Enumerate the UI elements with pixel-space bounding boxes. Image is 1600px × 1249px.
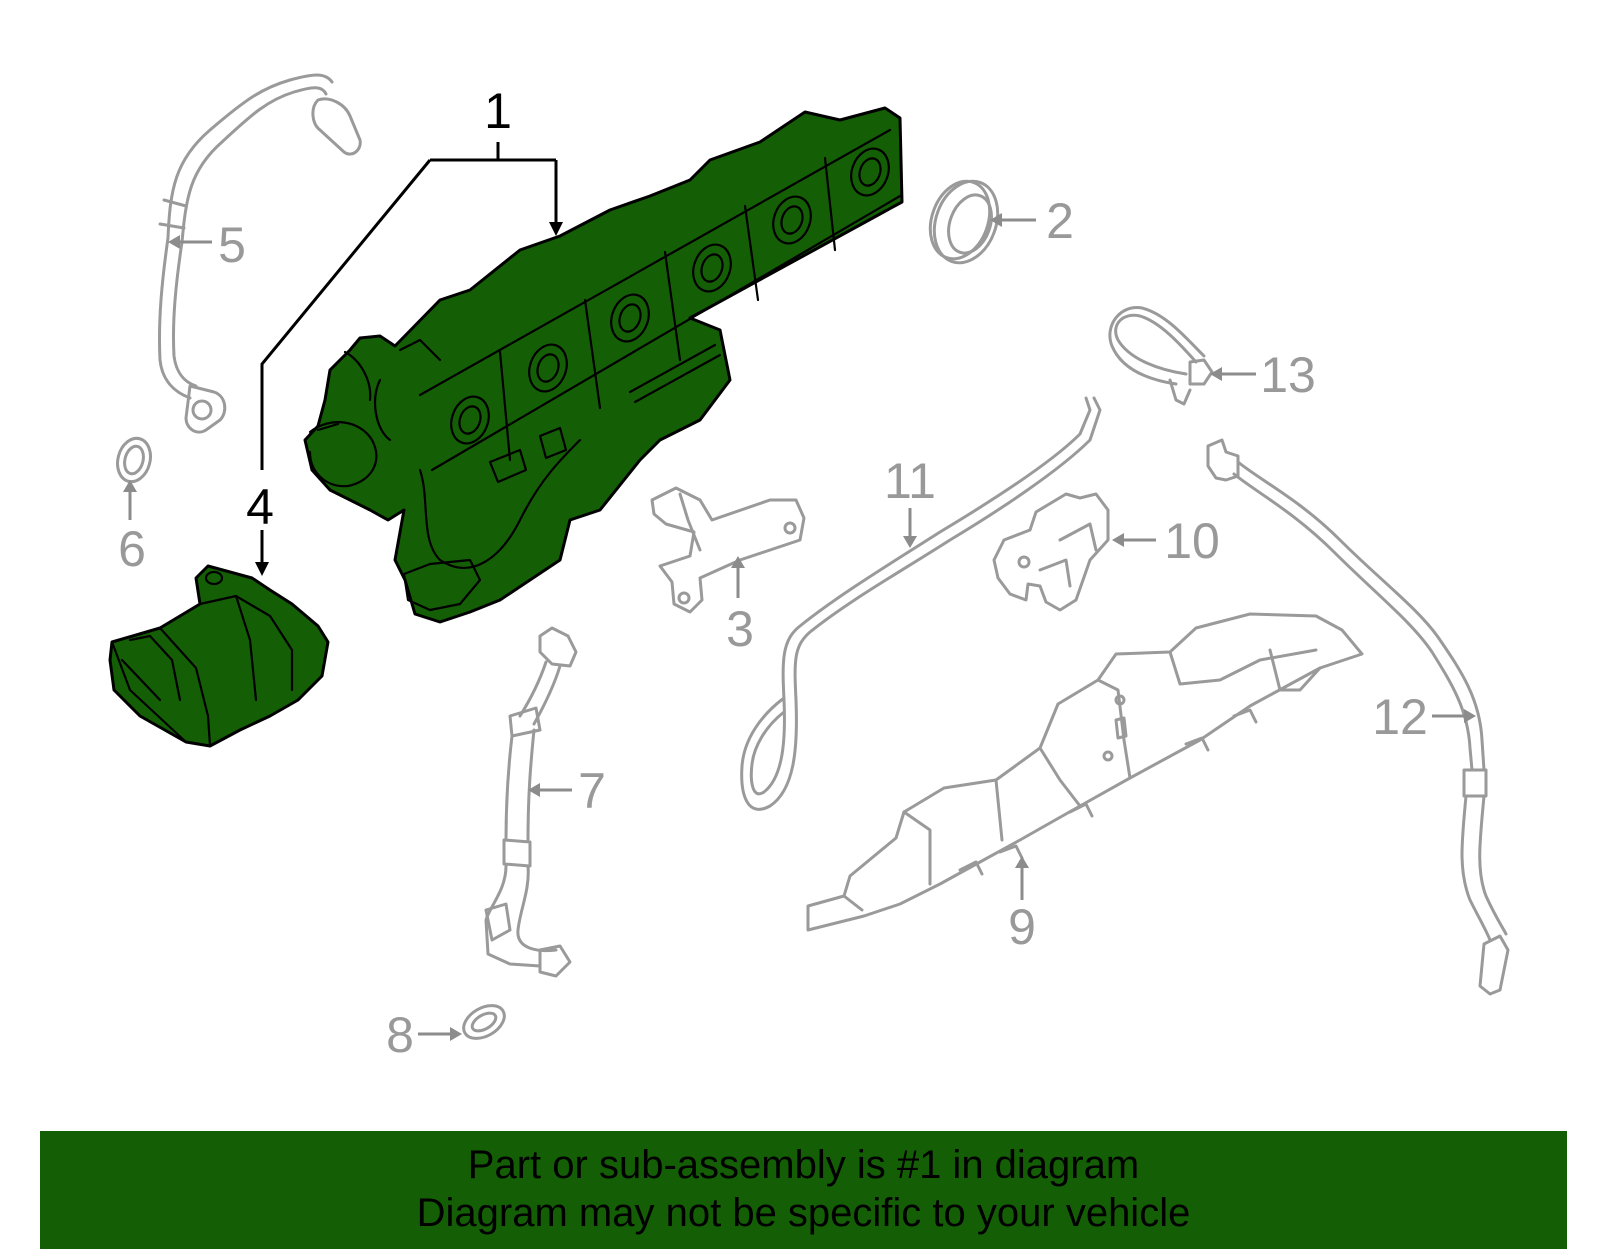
- footer-banner: Part or sub-assembly is #1 in diagram Di…: [40, 1131, 1567, 1249]
- leader-lines: [123, 142, 1476, 1041]
- part-3-bracket: [650, 486, 806, 614]
- part-8-washer: [462, 1004, 506, 1040]
- part-5-oil-feed-line: [157, 73, 362, 434]
- part-1-turbocharger: [303, 106, 904, 624]
- callout-8: 8: [386, 1007, 414, 1063]
- part-2-seal-ring: [928, 179, 1000, 265]
- part-7-oil-return-line: [484, 626, 578, 978]
- callout-3: 3: [726, 601, 754, 657]
- callout-9: 9: [1008, 899, 1036, 955]
- part-9-heat-shield: [806, 612, 1364, 932]
- callout-7: 7: [578, 763, 606, 819]
- callout-13: 13: [1260, 347, 1316, 403]
- callout-10: 10: [1164, 513, 1220, 569]
- callout-numbers: 1 4 2 5 6 3 7 8 9 10 11 12 13: [118, 83, 1428, 1063]
- callout-2: 2: [1046, 193, 1074, 249]
- part-6-washer: [116, 436, 152, 484]
- callout-4: 4: [246, 479, 274, 535]
- part-4-actuator: [108, 564, 330, 748]
- footer-line-2: Diagram may not be specific to your vehi…: [416, 1191, 1191, 1235]
- callout-1: 1: [484, 83, 512, 139]
- footer-line-1: Part or sub-assembly is #1 in diagram: [467, 1143, 1140, 1187]
- callout-11: 11: [884, 453, 936, 509]
- part-12-oil-line: [1206, 438, 1510, 996]
- part-10-bracket: [992, 492, 1110, 612]
- callout-6: 6: [118, 521, 146, 577]
- callout-12: 12: [1372, 689, 1428, 745]
- part-11-pipe: [740, 396, 1102, 811]
- part-13-hose-clip: [1108, 306, 1214, 406]
- callout-5: 5: [218, 217, 246, 273]
